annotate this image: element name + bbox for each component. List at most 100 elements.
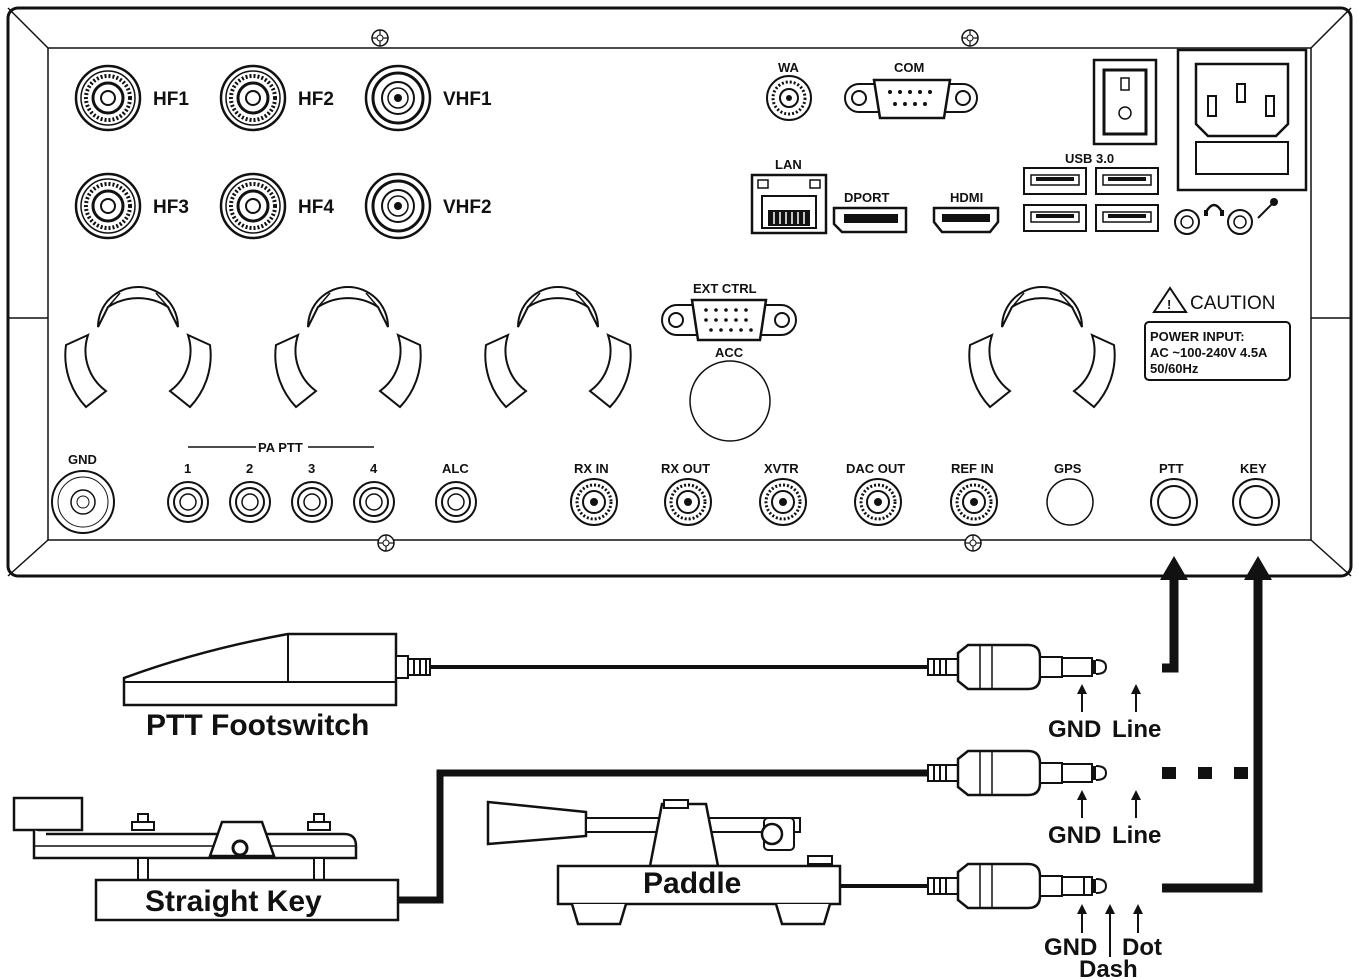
pin-label: Line <box>1112 716 1161 743</box>
usb-port <box>1023 167 1087 195</box>
hdmi-port <box>932 206 1000 234</box>
com-label: COM <box>894 60 924 75</box>
gps-port <box>1046 478 1094 526</box>
wa-com-ports: WA COM <box>766 60 978 121</box>
ref-in-label: REF IN <box>951 461 994 476</box>
ptt-footswitch-label: PTT Footswitch <box>146 709 369 742</box>
usb-port <box>1095 204 1159 232</box>
vhf1-label: VHF1 <box>443 89 492 110</box>
bottom-jacks: GND PA PTT 1 2 3 4 ALC RX IN RX OUT XVTR… <box>51 440 1280 534</box>
power-input-line: AC ~100-240V 4.5A <box>1150 345 1268 360</box>
acc-label: ACC <box>715 345 744 360</box>
gps-label: GPS <box>1054 461 1082 476</box>
microphone-icon <box>1257 198 1278 219</box>
ptt-label: PTT <box>1159 461 1184 476</box>
svg-text:!: ! <box>1167 297 1171 312</box>
xvtr-connector <box>758 477 808 527</box>
rx-out-label: RX OUT <box>661 461 710 476</box>
paddle-plug-pins: GND Dash Dot <box>1044 904 1162 979</box>
ext-ctrl-port <box>661 298 797 342</box>
alc-jack <box>435 481 477 523</box>
pa-ptt-number: 3 <box>308 461 315 476</box>
straight-key: Straight Key <box>12 769 930 922</box>
pa-ptt-number: 1 <box>184 461 191 476</box>
usb-ports: USB 3.0 <box>1023 151 1159 232</box>
power-switch <box>1092 58 1158 146</box>
pin-label: Line <box>1112 822 1161 849</box>
power-input-line: POWER INPUT: <box>1150 329 1245 344</box>
hf4-label: HF4 <box>298 197 334 218</box>
com-port <box>844 78 978 120</box>
power-inlet <box>1176 48 1308 192</box>
vhf1-connector <box>364 64 432 132</box>
ptt-jack <box>1150 478 1198 526</box>
hf4-connector <box>219 172 287 240</box>
wa-label: WA <box>778 60 800 75</box>
alc-label: ALC <box>442 461 469 476</box>
screw-icon <box>377 534 395 552</box>
lan-label: LAN <box>775 157 802 172</box>
gnd-label: GND <box>68 452 97 467</box>
rx-in-label: RX IN <box>574 461 609 476</box>
ref-in-connector <box>949 477 999 527</box>
xvtr-label: XVTR <box>764 461 799 476</box>
ptt-plug-pins: GND Line <box>1048 684 1161 743</box>
hf2-connector <box>219 64 287 132</box>
paddle-plug <box>926 862 1108 910</box>
usb-port <box>1023 204 1087 232</box>
paddle-label: Paddle <box>643 867 741 900</box>
rear-panel <box>6 6 1353 578</box>
pa-ptt-jack <box>229 481 271 523</box>
straight-key-label: Straight Key <box>145 885 322 918</box>
connection-arrows <box>1160 556 1272 893</box>
rx-out-connector <box>663 477 713 527</box>
paddle: Paddle <box>486 799 930 926</box>
screw-icon <box>961 29 979 47</box>
caution-label: ! CAUTION POWER INPUT: AC ~100-240V 4.5A… <box>1144 286 1291 381</box>
usb-label: USB 3.0 <box>1065 151 1114 166</box>
gnd-terminal <box>51 470 115 534</box>
pa-ptt-jack <box>167 481 209 523</box>
power-section <box>1092 48 1308 235</box>
pa-ptt-number: 2 <box>246 461 253 476</box>
vhf2-connector <box>364 172 432 240</box>
pin-label: GND <box>1044 934 1097 961</box>
straight-key-plug-pins: GND Line <box>1048 790 1161 849</box>
key-label: KEY <box>1240 461 1267 476</box>
rx-in-connector <box>569 477 619 527</box>
pa-ptt-jack <box>353 481 395 523</box>
displayport <box>832 206 908 234</box>
pa-ptt-jack <box>291 481 333 523</box>
pa-ptt-label: PA PTT <box>258 440 303 455</box>
video-network-ports: LAN DPORT HDMI <box>750 157 1000 235</box>
power-input-line: 50/60Hz <box>1150 361 1199 376</box>
headphone-icon <box>1204 203 1224 213</box>
hf1-connector <box>74 64 142 132</box>
antenna-connectors: HF1 HF2 VHF1 HF3 HF4 VHF2 <box>74 64 492 240</box>
usb-port <box>1095 167 1159 195</box>
straight-key-plug <box>926 749 1108 797</box>
lan-port <box>750 173 828 235</box>
ptt-plug <box>926 643 1108 691</box>
wa-connector <box>766 75 812 121</box>
audio-jacks <box>1174 198 1278 235</box>
vhf2-label: VHF2 <box>443 197 492 218</box>
pa-ptt-number: 4 <box>370 461 378 476</box>
ext-ctrl-acc: EXT CTRL ACC <box>661 281 797 442</box>
acc-port <box>689 360 771 442</box>
warning-icon <box>1152 286 1188 313</box>
hf1-label: HF1 <box>153 89 189 110</box>
dport-label: DPORT <box>844 190 890 205</box>
key-jack <box>1232 478 1280 526</box>
dac-out-connector <box>853 477 903 527</box>
dac-out-label: DAC OUT <box>846 461 905 476</box>
screw-icon <box>964 534 982 552</box>
hf3-label: HF3 <box>153 197 189 218</box>
caution-text: CAUTION <box>1190 293 1276 314</box>
ext-ctrl-label: EXT CTRL <box>693 281 757 296</box>
ptt-footswitch: PTT Footswitch <box>122 632 930 742</box>
hf3-connector <box>74 172 142 240</box>
pin-label: GND <box>1048 822 1101 849</box>
pin-label: Dot <box>1122 934 1162 961</box>
